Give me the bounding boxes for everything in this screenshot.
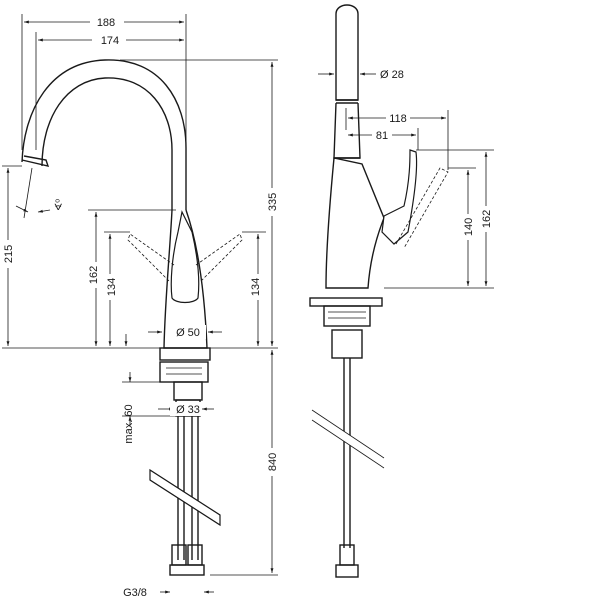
dia-28-label: Ø 28	[380, 69, 404, 81]
front-break-mark	[149, 468, 221, 527]
hose-end-right	[187, 544, 203, 566]
dim-162-right-label: 162	[481, 210, 493, 228]
front-mount-flange	[159, 361, 209, 383]
front-spout-outer	[21, 59, 187, 210]
dim-140-label: 140	[463, 218, 475, 236]
front-view	[21, 59, 243, 576]
side-dimensions: Ø 28 118 81 162 140	[318, 69, 494, 289]
dim-162-left-label: 162	[88, 266, 100, 284]
side-base	[309, 297, 383, 307]
side-upper-body	[333, 102, 361, 159]
side-shank	[331, 329, 363, 359]
front-base	[159, 347, 211, 361]
side-spray-head	[335, 4, 359, 101]
side-main-body	[325, 157, 385, 289]
dim-335-label: 335	[267, 193, 279, 211]
dia-33-label: Ø 33	[176, 404, 200, 416]
side-hose-end	[339, 544, 355, 566]
dim-840-label: 840	[267, 453, 279, 471]
angle-label: ∢ᵒ	[54, 199, 65, 211]
dim-118-label: 118	[389, 113, 407, 125]
front-dimensions: 188 174 335 215 ∢ᵒ 162 134	[0, 14, 280, 599]
lever-position-right	[195, 233, 243, 283]
side-lever-alt	[395, 167, 449, 249]
spout-outlet	[21, 155, 50, 167]
dim-134-right-label: 134	[250, 278, 262, 296]
dim-174-label: 174	[101, 35, 119, 47]
front-spout-inner	[41, 77, 173, 210]
front-shank	[173, 381, 203, 401]
max-60-label: max. 60	[123, 404, 135, 443]
side-lever	[381, 149, 418, 245]
lever-position-left	[127, 233, 175, 283]
dim-215-label: 215	[3, 245, 15, 263]
side-view	[309, 4, 449, 578]
dia-50-label: Ø 50	[176, 327, 200, 339]
front-lever	[170, 210, 200, 304]
dim-134-left-label: 134	[106, 278, 118, 296]
dim-81-label: 81	[376, 130, 388, 142]
dim-188-label: 188	[97, 17, 115, 29]
thread-label: G3/8	[123, 587, 147, 599]
side-break-mark	[312, 410, 384, 468]
